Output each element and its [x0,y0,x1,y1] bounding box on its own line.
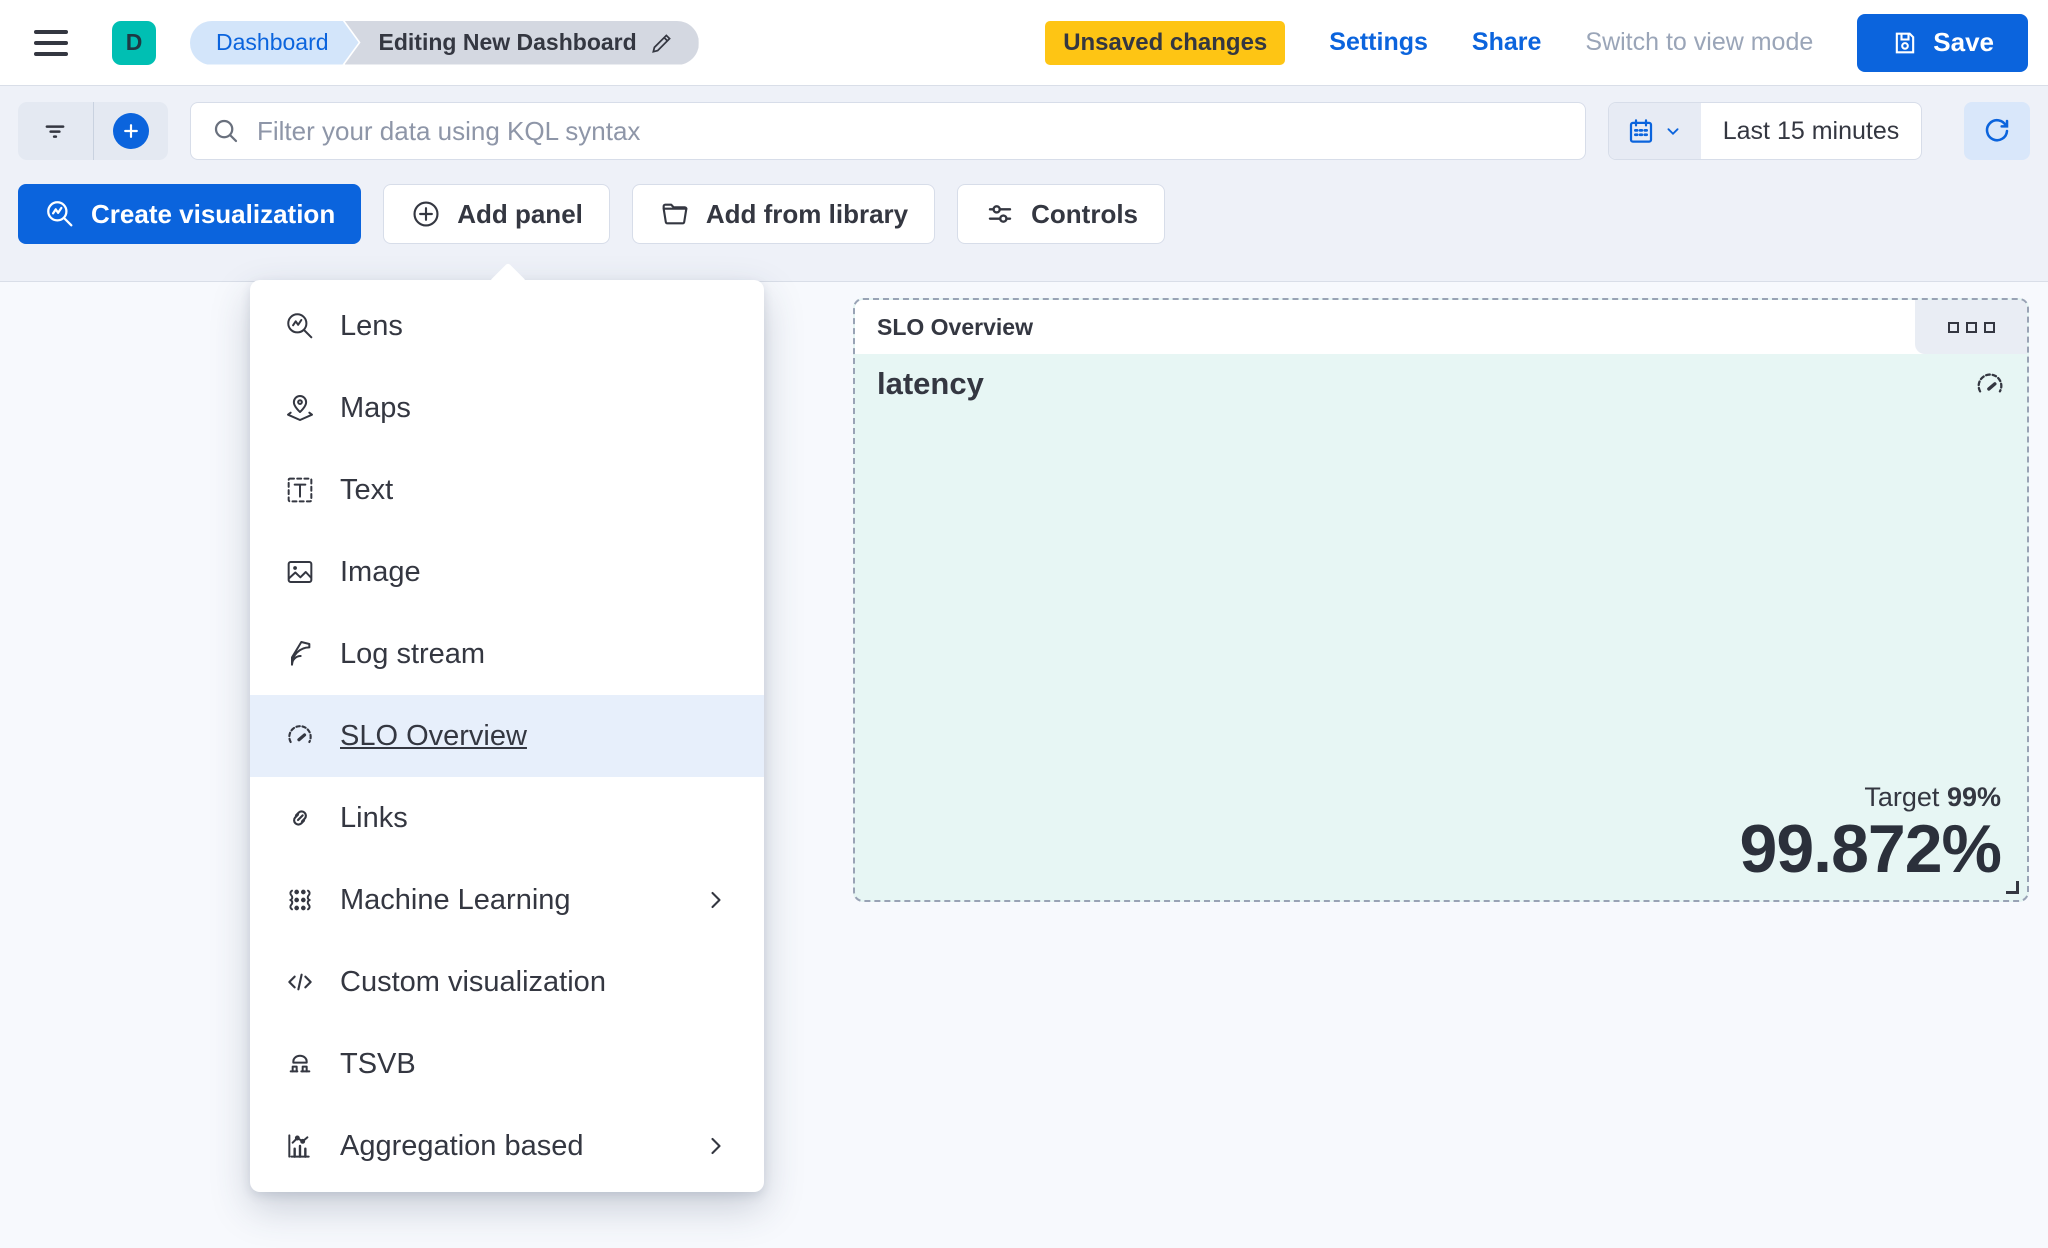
add-from-library-label: Add from library [705,198,909,229]
save-floppy-icon [1891,29,1919,57]
menu-item-machine-learning[interactable]: Machine Learning [250,859,764,941]
target-value: 99% [1946,781,2001,812]
folder-icon [659,198,691,230]
menu-item-slo-overview[interactable]: SLO Overview [250,695,764,777]
panel-resize-handle[interactable] [2006,881,2019,894]
boxes-horizontal-icon [1983,321,1995,333]
panel-body: latency Target 99% 99.872% [855,354,2027,900]
switch-to-view-mode-link[interactable]: Switch to view mode [1585,28,1814,56]
slo-metric-name: latency [877,366,984,401]
panel-header: SLO Overview [855,300,2027,354]
add-from-library-button[interactable]: Add from library [631,184,936,244]
boxes-horizontal-icon [1947,321,1959,333]
tsvb-icon [284,1048,316,1080]
target-label: Target [1864,781,1940,812]
create-visualization-label: Create visualization [91,198,336,229]
add-panel-label: Add panel [457,198,583,229]
slo-values: Target 99% 99.872% [1739,781,2002,887]
gauge-icon [1973,368,2007,402]
filter-button[interactable] [18,102,93,160]
kql-search-input[interactable] [257,115,1565,147]
plus-in-circle-icon [112,113,149,149]
dashboard-canvas: Lens Maps Text [0,262,2048,1248]
date-quick-select-button[interactable] [1609,103,1701,159]
menu-hamburger-icon[interactable] [34,21,78,65]
menu-item-image[interactable]: Image [250,531,764,613]
breadcrumb-current-label: Editing New Dashboard [378,29,637,55]
menu-item-links[interactable]: Links [250,777,764,859]
time-range-value[interactable]: Last 15 minutes [1722,116,1900,145]
machine-learning-icon [284,884,316,916]
maps-icon [284,392,316,424]
breadcrumb-current[interactable]: Editing New Dashboard [344,20,699,65]
kql-search-bar [190,102,1586,160]
slo-value: 99.872% [1739,810,2002,887]
controls-label: Controls [1031,198,1139,229]
slo-overview-panel: SLO Overview latency Target 99% 99.8 [853,298,2029,902]
gauge-icon [284,720,316,752]
calendar-icon [1626,116,1656,146]
edit-pencil-icon [649,30,675,56]
filter-icon [40,116,70,146]
settings-link[interactable]: Settings [1329,28,1428,56]
save-button-label: Save [1933,27,1994,57]
time-range-picker: Last 15 minutes [1608,102,1922,160]
breadcrumb-dashboard[interactable]: Dashboard [190,21,359,65]
save-button[interactable]: Save [1857,13,2028,72]
panel-options-button[interactable] [1915,300,2027,354]
plus-circle-icon [410,198,442,230]
avatar[interactable]: D [112,20,156,65]
refresh-icon [1981,115,2013,147]
code-icon [284,966,316,998]
text-icon [284,474,316,506]
search-icon [211,116,241,146]
boxes-horizontal-icon [1965,321,1977,333]
menu-item-aggregation-based[interactable]: Aggregation based [250,1105,764,1187]
lens-icon [284,310,316,342]
image-icon [284,556,316,588]
add-panel-menu: Lens Maps Text [250,262,764,1192]
menu-item-custom-visualization[interactable]: Custom visualization [250,941,764,1023]
chevron-right-icon [702,886,730,914]
unsaved-changes-badge: Unsaved changes [1045,20,1286,65]
link-icon [284,802,316,834]
top-navigation-bar: D Dashboard Editing New Dashboard Unsave… [0,0,2048,86]
panel-title: SLO Overview [877,313,1033,340]
controls-button[interactable]: Controls [957,184,1166,244]
create-visualization-button[interactable]: Create visualization [18,184,362,244]
log-stream-icon [284,638,316,670]
menu-item-maps[interactable]: Maps [250,367,764,449]
filter-row: Last 15 minutes [18,102,2030,160]
breadcrumb: Dashboard Editing New Dashboard [190,20,699,65]
dashboard-actions-row: Create visualization Add panel Add from … [18,184,2030,244]
menu-item-text[interactable]: Text [250,449,764,531]
add-filter-button[interactable] [92,102,169,160]
filter-controls-group [18,102,168,160]
lens-icon [44,198,76,230]
chevron-right-icon [702,1132,730,1160]
menu-item-lens[interactable]: Lens [250,285,764,367]
toolbar-section: Last 15 minutes Create visualization [0,86,2048,282]
menu-item-log-stream[interactable]: Log stream [250,613,764,695]
menu-item-tsvb[interactable]: TSVB [250,1023,764,1105]
add-panel-button[interactable]: Add panel [383,184,610,244]
chevron-down-icon [1662,120,1684,142]
refresh-button[interactable] [1964,102,2030,160]
share-link[interactable]: Share [1471,28,1542,56]
sliders-icon [984,198,1016,230]
aggregation-icon [284,1130,316,1162]
